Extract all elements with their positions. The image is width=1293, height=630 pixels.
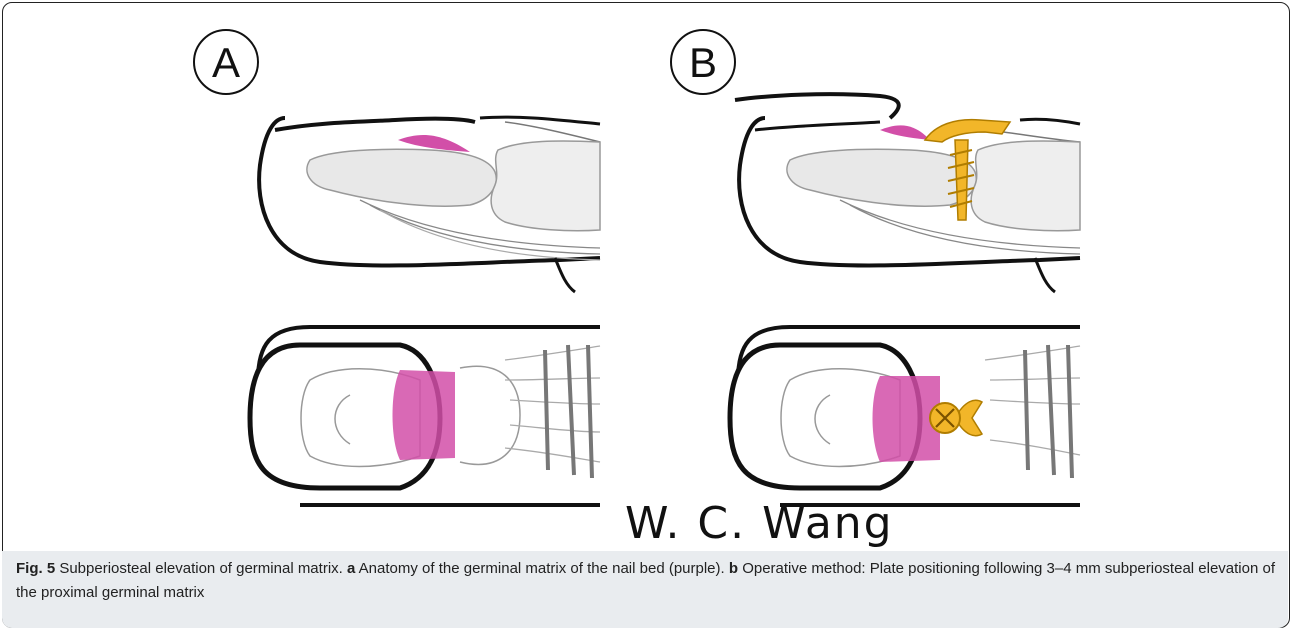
caption-b-label: b bbox=[729, 560, 738, 577]
panel-b-lateral-view bbox=[735, 94, 1080, 292]
caption-figure-label: Fig. 5 bbox=[16, 560, 55, 577]
artist-signature: W. C. Wang bbox=[625, 498, 894, 549]
panel-b-dorsal-view bbox=[730, 327, 1080, 505]
figure-illustration: A B bbox=[0, 0, 1293, 555]
panel-a-dorsal-view bbox=[250, 327, 600, 505]
caption-a-text: Anatomy of the germinal matrix of the na… bbox=[355, 560, 729, 577]
figure-caption: Fig. 5 Subperiosteal elevation of germin… bbox=[16, 557, 1276, 605]
caption-title: Subperiosteal elevation of germinal matr… bbox=[55, 560, 347, 577]
panel-b-letter: B bbox=[689, 39, 717, 86]
panel-b-label: B bbox=[671, 30, 735, 94]
panel-a-label: A bbox=[194, 30, 258, 94]
panel-a-lateral-view bbox=[259, 117, 600, 292]
panel-a-letter: A bbox=[212, 39, 240, 86]
